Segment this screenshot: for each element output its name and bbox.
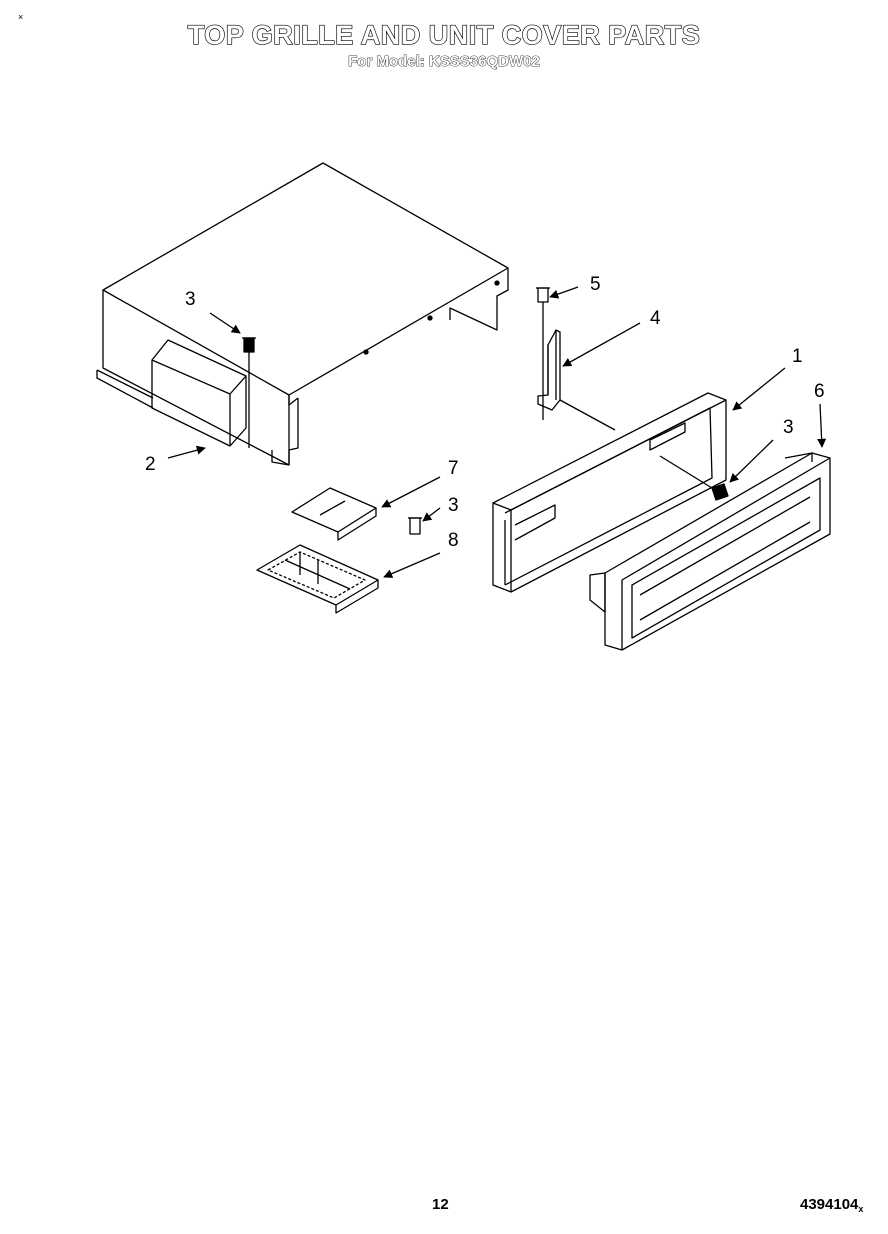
screw-icon [536,287,550,420]
bracket [537,329,561,411]
callout-2: 2 [145,454,156,475]
leader-arrow-8 [383,552,441,578]
callout-1: 1 [792,346,803,367]
leader-arrow-3c [422,507,441,522]
callout-3-right: 3 [783,417,794,438]
document-number-value: 4394104 [800,1196,859,1213]
page-number: 12 [432,1196,449,1213]
small-plate [291,487,377,541]
screw-icon [659,455,729,501]
document-number-suffix: x [858,1204,864,1214]
callout-4: 4 [650,308,661,329]
corner-mark: × [18,12,24,22]
model-subtitle: For Model: KSSS36QDW02 [348,53,541,71]
leader-arrow-6 [817,403,827,448]
leader-line [559,399,616,431]
control-box [151,339,247,447]
callout-3-upper: 3 [185,289,196,310]
leader-arrow-2 [167,445,206,459]
page-title: TOP GRILLE AND UNIT COVER PARTS [187,19,701,50]
screw-icon [408,517,422,535]
leader-arrow-7 [381,476,441,508]
top-grille-frame [492,392,727,593]
callout-5: 5 [590,274,601,295]
callout-7: 7 [448,458,459,479]
screw-icon [242,337,256,448]
unit-cover [96,162,509,466]
leader-arrow-3a [209,312,241,334]
callout-6: 6 [814,381,825,402]
leader-arrow-4 [562,322,641,367]
leader-arrow-3b [729,439,774,483]
callout-8: 8 [448,530,459,551]
document-number: 4394104x [800,1196,863,1214]
leader-arrow-1 [732,367,786,411]
grille-panel [589,452,831,651]
vent-grille [256,544,379,614]
callout-3-middle: 3 [448,495,459,516]
leader-arrow-5 [549,286,579,299]
